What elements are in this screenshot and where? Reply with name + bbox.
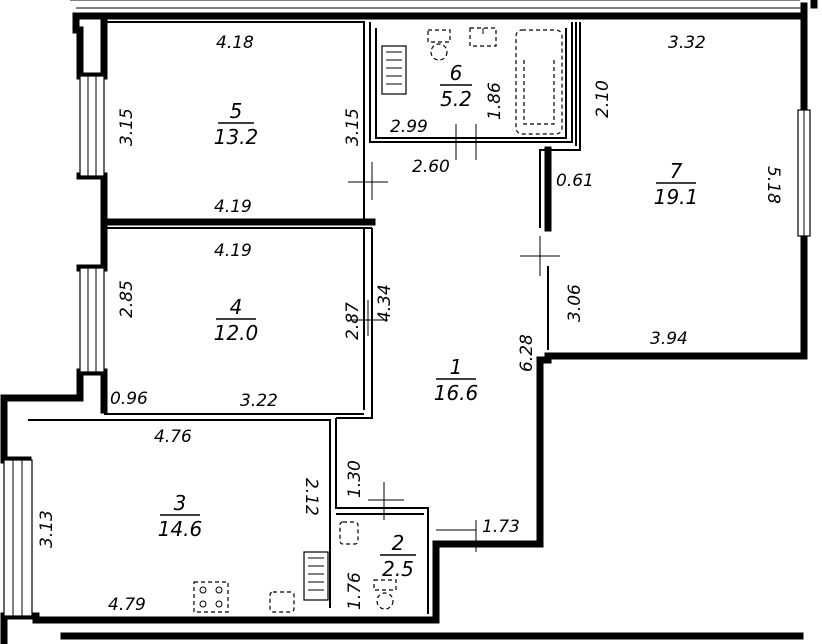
room-label-2: 2 2.5 <box>380 531 416 581</box>
room-label-4: 4 12.0 <box>214 295 259 345</box>
dim-r5-top: 4.18 <box>216 33 254 53</box>
room-number: 7 <box>670 159 683 183</box>
stove-icon <box>193 581 229 613</box>
dim-r4-right: 2.87 <box>343 302 363 340</box>
toilet-icon <box>373 579 397 610</box>
dim-r7-left-lower: 3.06 <box>565 284 585 322</box>
window-room-3 <box>3 459 33 617</box>
toilet-icon <box>427 29 451 61</box>
dim-r7-bottom: 3.94 <box>650 329 688 349</box>
dim-r4-top: 4.19 <box>214 241 252 261</box>
radiator-icon <box>381 45 407 95</box>
dim-corr-vertical: 4.34 <box>375 284 395 322</box>
room-label-1: 1 16.6 <box>434 355 479 405</box>
room-area: 14.6 <box>158 517 203 541</box>
door-markers <box>348 124 560 552</box>
room-area: 16.6 <box>434 381 479 405</box>
room-area: 5.2 <box>440 87 472 111</box>
interior-walls <box>28 21 581 614</box>
dim-corr-right: 6.28 <box>517 334 537 372</box>
window-room-5 <box>79 75 105 177</box>
dim-r6-height: 1.86 <box>485 82 505 120</box>
sink-icon <box>469 27 497 47</box>
room-number: 1 <box>450 355 463 379</box>
dim-entry-width: 1.73 <box>482 517 520 537</box>
room-label-7: 7 19.1 <box>654 159 699 209</box>
dim-r2-top: 1.30 <box>345 460 365 498</box>
room-number: 2 <box>392 531 405 555</box>
room-number: 6 <box>450 61 463 85</box>
dim-r5-bottom: 4.19 <box>214 197 252 217</box>
radiator-icon <box>303 551 329 601</box>
dimension-labels: 4.18 3.15 3.15 4.19 2.99 1.86 2.60 3.32 … <box>37 33 783 615</box>
dim-r5-left: 3.15 <box>117 108 137 146</box>
dim-r3-top: 4.76 <box>154 427 192 447</box>
dim-r4-bottom: 3.22 <box>240 391 278 411</box>
dim-r3-bottom: 4.79 <box>108 595 146 615</box>
room-area: 2.5 <box>382 557 414 581</box>
dim-corr-top: 2.60 <box>412 157 450 177</box>
dim-r2-left: 1.76 <box>345 572 365 610</box>
kitchen-sink-icon <box>269 591 295 613</box>
room-number: 4 <box>230 295 243 319</box>
window-room-4 <box>79 267 105 373</box>
room-label-6: 6 5.2 <box>440 61 472 111</box>
washbasin-icon <box>339 521 359 545</box>
dim-r5-right: 3.15 <box>343 108 363 146</box>
dim-r4-left: 2.85 <box>117 280 137 318</box>
dim-r7-step: 0.61 <box>556 171 594 191</box>
dim-r7-right: 5.18 <box>763 166 783 204</box>
room-number: 3 <box>174 491 187 515</box>
dim-r6-width: 2.99 <box>390 117 428 137</box>
room-area: 12.0 <box>214 321 259 345</box>
room-area: 13.2 <box>214 125 259 149</box>
dim-r4-step: 0.96 <box>110 389 148 409</box>
dim-r3-right: 2.12 <box>301 478 321 516</box>
bathtub-icon <box>515 29 563 135</box>
dim-r7-top: 3.32 <box>668 33 706 53</box>
fixtures <box>193 27 563 613</box>
windows <box>3 0 811 617</box>
room-number: 5 <box>230 99 243 123</box>
room-label-3: 3 14.6 <box>158 491 203 541</box>
room-label-5: 5 13.2 <box>214 99 259 149</box>
dim-r7-left-upper: 2.10 <box>593 80 613 118</box>
room-area: 19.1 <box>654 185 699 209</box>
dim-r3-left: 3.13 <box>37 510 57 548</box>
